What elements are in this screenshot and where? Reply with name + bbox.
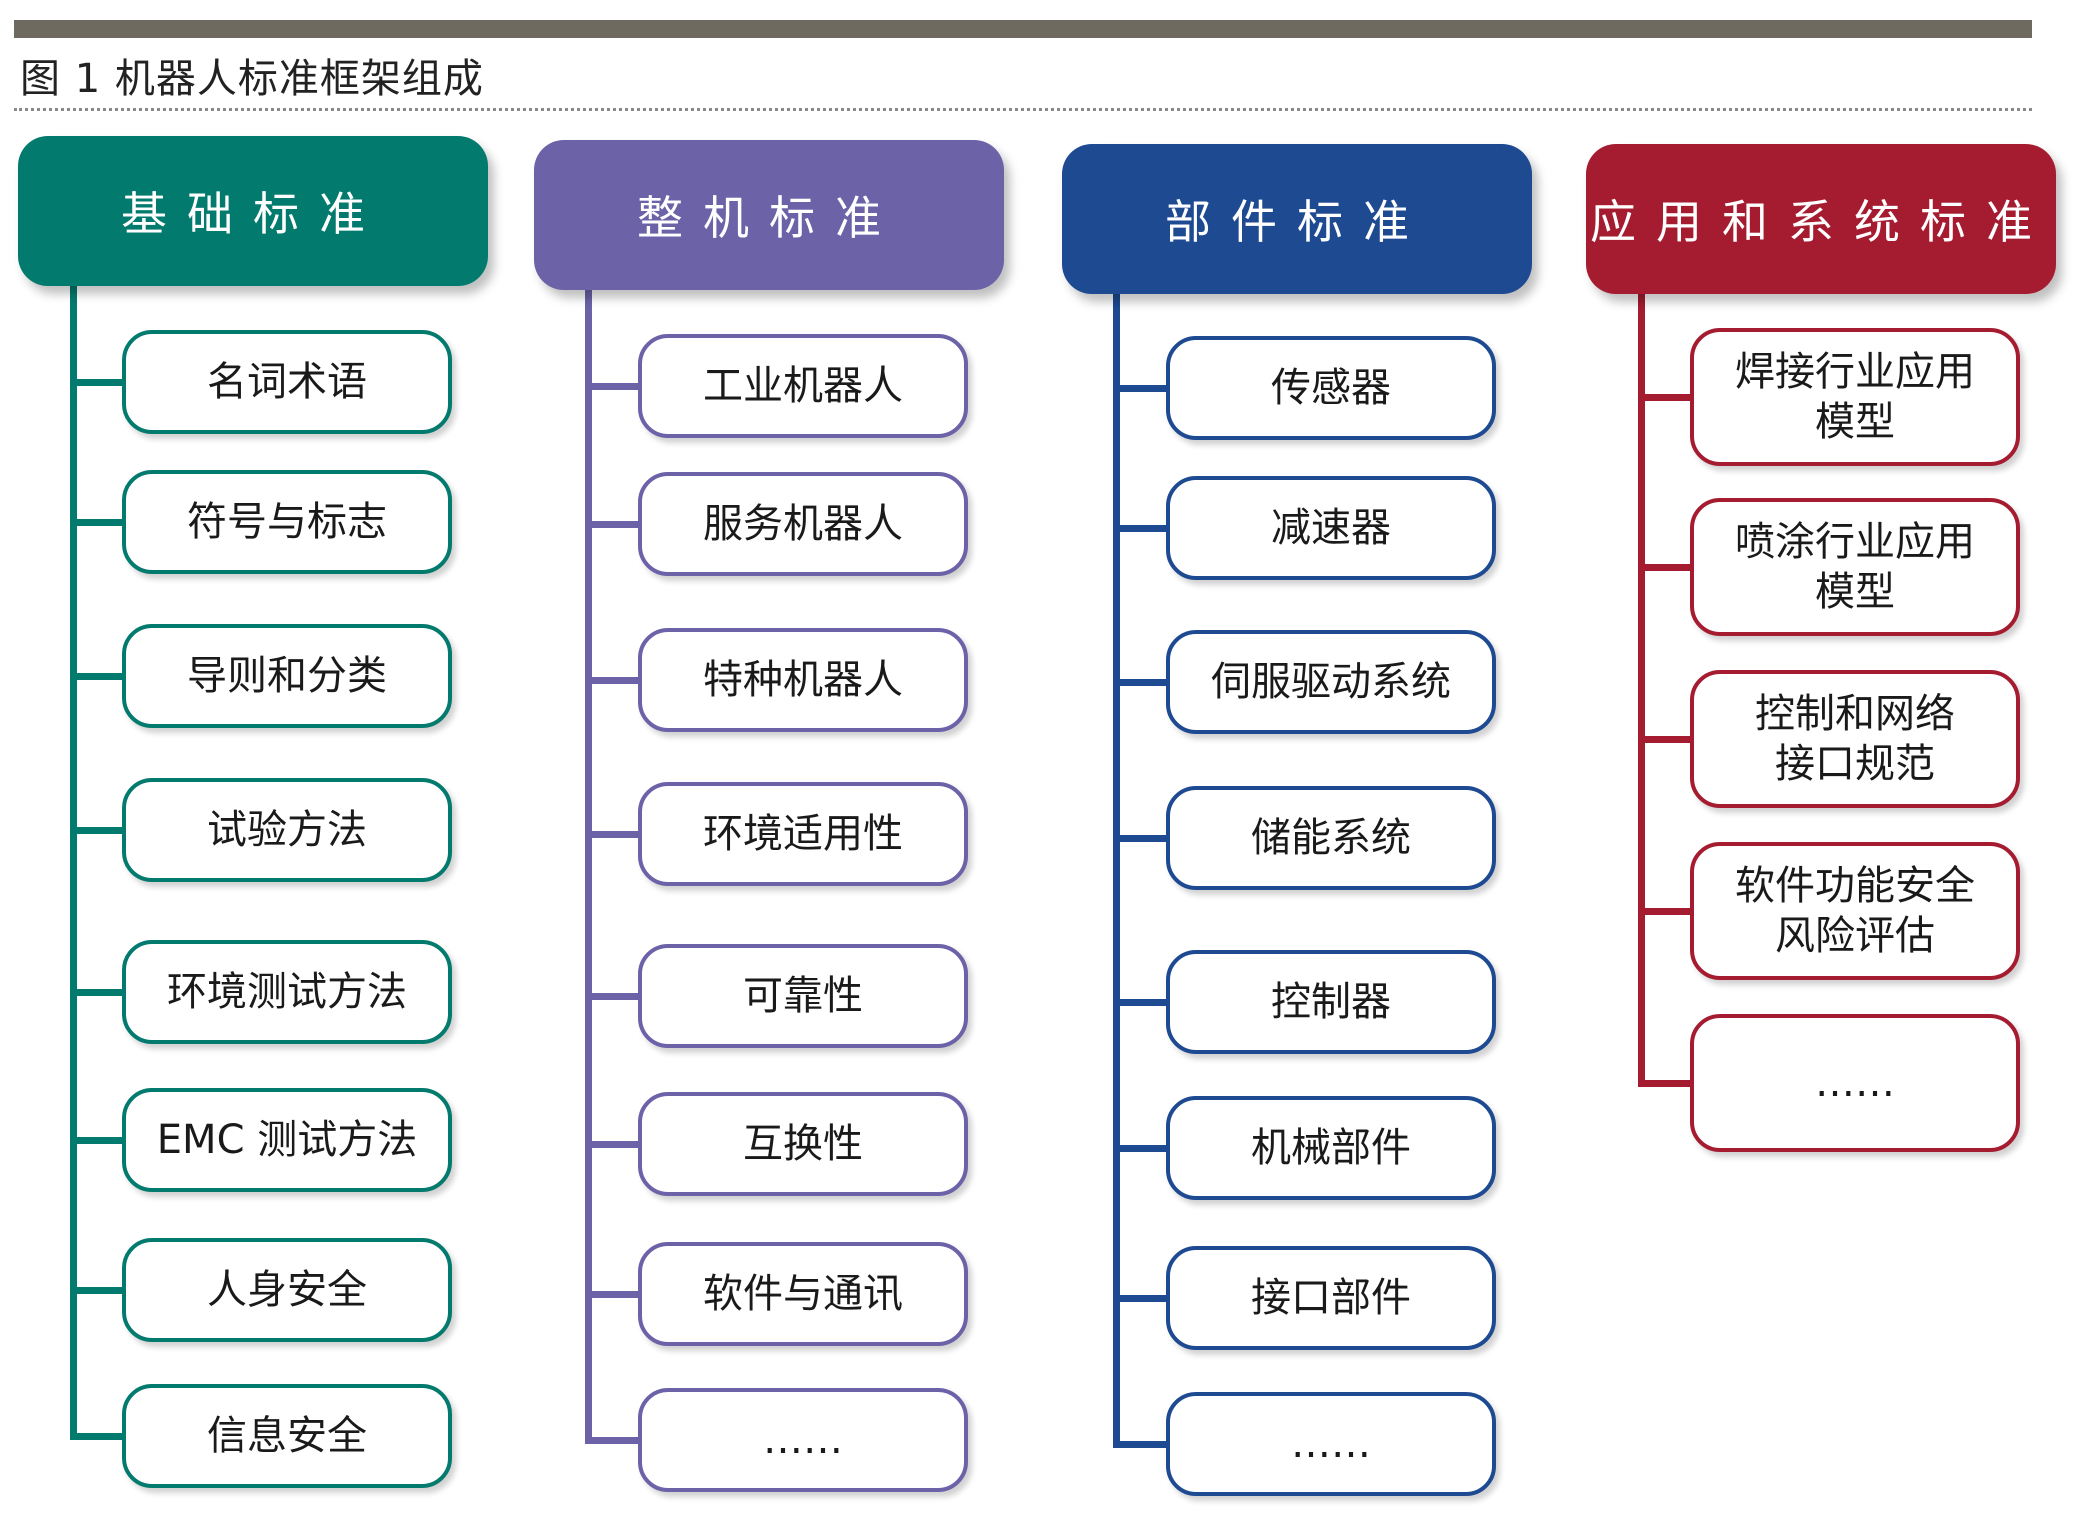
standard-item: EMC 测试方法 (122, 1088, 452, 1192)
standard-item: 储能系统 (1166, 786, 1496, 890)
connector-branch (585, 383, 640, 390)
connector-branch (1113, 679, 1168, 686)
connector-branch (1113, 525, 1168, 532)
connector-branch (585, 1141, 640, 1148)
standard-item: 软件与通讯 (638, 1242, 968, 1346)
standard-item: 互换性 (638, 1092, 968, 1196)
standard-item: 名词术语 (122, 330, 452, 434)
connector-branch (1638, 394, 1692, 401)
connector-branch (585, 1291, 640, 1298)
connector-branch (70, 989, 124, 996)
connector-trunk (1113, 284, 1120, 1448)
header-complete-machine-standards: 整机标准 (534, 140, 1004, 290)
connector-branch (1638, 1080, 1692, 1087)
connector-branch (1113, 1145, 1168, 1152)
standard-item: 特种机器人 (638, 628, 968, 732)
dotted-divider (14, 108, 2032, 111)
standard-item: 符号与标志 (122, 470, 452, 574)
standard-item: 人身安全 (122, 1238, 452, 1342)
connector-branch (1113, 1441, 1168, 1448)
standard-item: 伺服驱动系统 (1166, 630, 1496, 734)
standard-item: …… (1166, 1392, 1496, 1496)
connector-branch (70, 379, 124, 386)
connector-branch (70, 1433, 124, 1440)
connector-trunk (70, 276, 77, 1440)
standard-item: 环境适用性 (638, 782, 968, 886)
standard-item: 接口部件 (1166, 1246, 1496, 1350)
standard-item: 减速器 (1166, 476, 1496, 580)
standard-item: 控制器 (1166, 950, 1496, 1054)
connector-branch (1113, 385, 1168, 392)
connector-branch (70, 827, 124, 834)
connector-branch (1113, 835, 1168, 842)
connector-branch (1638, 736, 1692, 743)
standard-item: 服务机器人 (638, 472, 968, 576)
standard-item: 可靠性 (638, 944, 968, 1048)
standard-item: …… (638, 1388, 968, 1492)
standard-item: 焊接行业应用 模型 (1690, 328, 2020, 466)
connector-branch (70, 519, 124, 526)
standard-item: 喷涂行业应用 模型 (1690, 498, 2020, 636)
connector-branch (1113, 999, 1168, 1006)
connector-branch (585, 1437, 640, 1444)
standard-item: 环境测试方法 (122, 940, 452, 1044)
standard-item: 信息安全 (122, 1384, 452, 1488)
standard-item: 控制和网络 接口规范 (1690, 670, 2020, 808)
standard-item: 导则和分类 (122, 624, 452, 728)
header-component-standards: 部件标准 (1062, 144, 1532, 294)
connector-branch (585, 521, 640, 528)
connector-branch (70, 673, 124, 680)
standard-item: 工业机器人 (638, 334, 968, 438)
connector-branch (1113, 1295, 1168, 1302)
connector-branch (1638, 564, 1692, 571)
connector-branch (585, 677, 640, 684)
standard-item: 软件功能安全 风险评估 (1690, 842, 2020, 980)
top-rule (14, 20, 2032, 38)
figure-caption: 图 1 机器人标准框架组成 (20, 56, 484, 102)
header-application-system-standards: 应用和系统标准 (1586, 144, 2056, 294)
connector-branch (585, 993, 640, 1000)
standard-item: 试验方法 (122, 778, 452, 882)
connector-trunk (1638, 284, 1645, 1087)
connector-trunk (585, 280, 592, 1444)
connector-branch (70, 1137, 124, 1144)
connector-branch (1638, 908, 1692, 915)
standard-item: 传感器 (1166, 336, 1496, 440)
connector-branch (70, 1287, 124, 1294)
standard-item: …… (1690, 1014, 2020, 1152)
standard-item: 机械部件 (1166, 1096, 1496, 1200)
header-basic-standards: 基础标准 (18, 136, 488, 286)
connector-branch (585, 831, 640, 838)
